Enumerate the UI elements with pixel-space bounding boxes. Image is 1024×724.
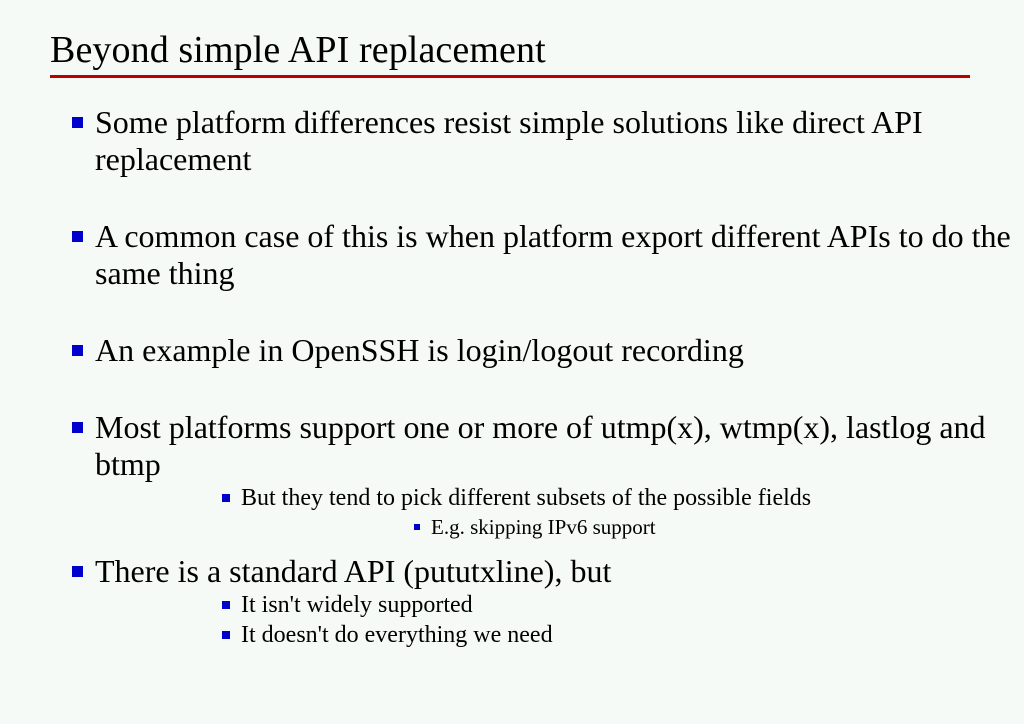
square-bullet-icon — [72, 345, 83, 356]
list-item: An example in OpenSSH is login/logout re… — [0, 332, 1024, 369]
list-item-label: Most platforms support one or more of ut… — [95, 409, 986, 482]
square-bullet-icon — [72, 117, 83, 128]
square-bullet-icon — [72, 422, 83, 433]
square-bullet-icon — [222, 631, 230, 639]
list-item: It doesn't do everything we need — [95, 620, 1024, 650]
list-item: It isn't widely supported — [95, 590, 1024, 620]
square-bullet-icon — [222, 494, 230, 502]
list-item: But they tend to pick different subsets … — [95, 483, 1024, 541]
list-item-label: It isn't widely supported — [241, 592, 473, 618]
square-bullet-icon — [222, 601, 230, 609]
square-bullet-icon — [414, 524, 420, 530]
title-block: Beyond simple API replacement — [50, 28, 970, 78]
list-item-label: It doesn't do everything we need — [241, 622, 553, 648]
sub-sub-bullet-list: E.g. skipping IPv6 support — [241, 513, 1024, 541]
sub-bullet-list: It isn't widely supported It doesn't do … — [95, 590, 1024, 650]
list-item: Most platforms support one or more of ut… — [0, 409, 1024, 541]
list-item: A common case of this is when platform e… — [0, 218, 1024, 292]
list-item-label: E.g. skipping IPv6 support — [431, 515, 656, 539]
sub-bullet-list: But they tend to pick different subsets … — [95, 483, 1024, 541]
slide-body: Some platform differences resist simple … — [0, 104, 1024, 650]
bullet-list: Some platform differences resist simple … — [0, 104, 1024, 650]
square-bullet-icon — [72, 566, 83, 577]
list-item-label: An example in OpenSSH is login/logout re… — [95, 332, 744, 368]
title-underline-rule — [50, 75, 970, 78]
list-item-label: There is a standard API (pututxline), bu… — [95, 553, 612, 589]
list-item-label: But they tend to pick different subsets … — [241, 485, 812, 511]
list-item: There is a standard API (pututxline), bu… — [0, 553, 1024, 650]
square-bullet-icon — [72, 231, 83, 242]
list-item-label: A common case of this is when platform e… — [95, 218, 1011, 291]
page-title: Beyond simple API replacement — [50, 29, 546, 71]
list-item: Some platform differences resist simple … — [0, 104, 1024, 178]
list-item-label: Some platform differences resist simple … — [95, 104, 923, 177]
list-item: E.g. skipping IPv6 support — [241, 513, 1024, 541]
